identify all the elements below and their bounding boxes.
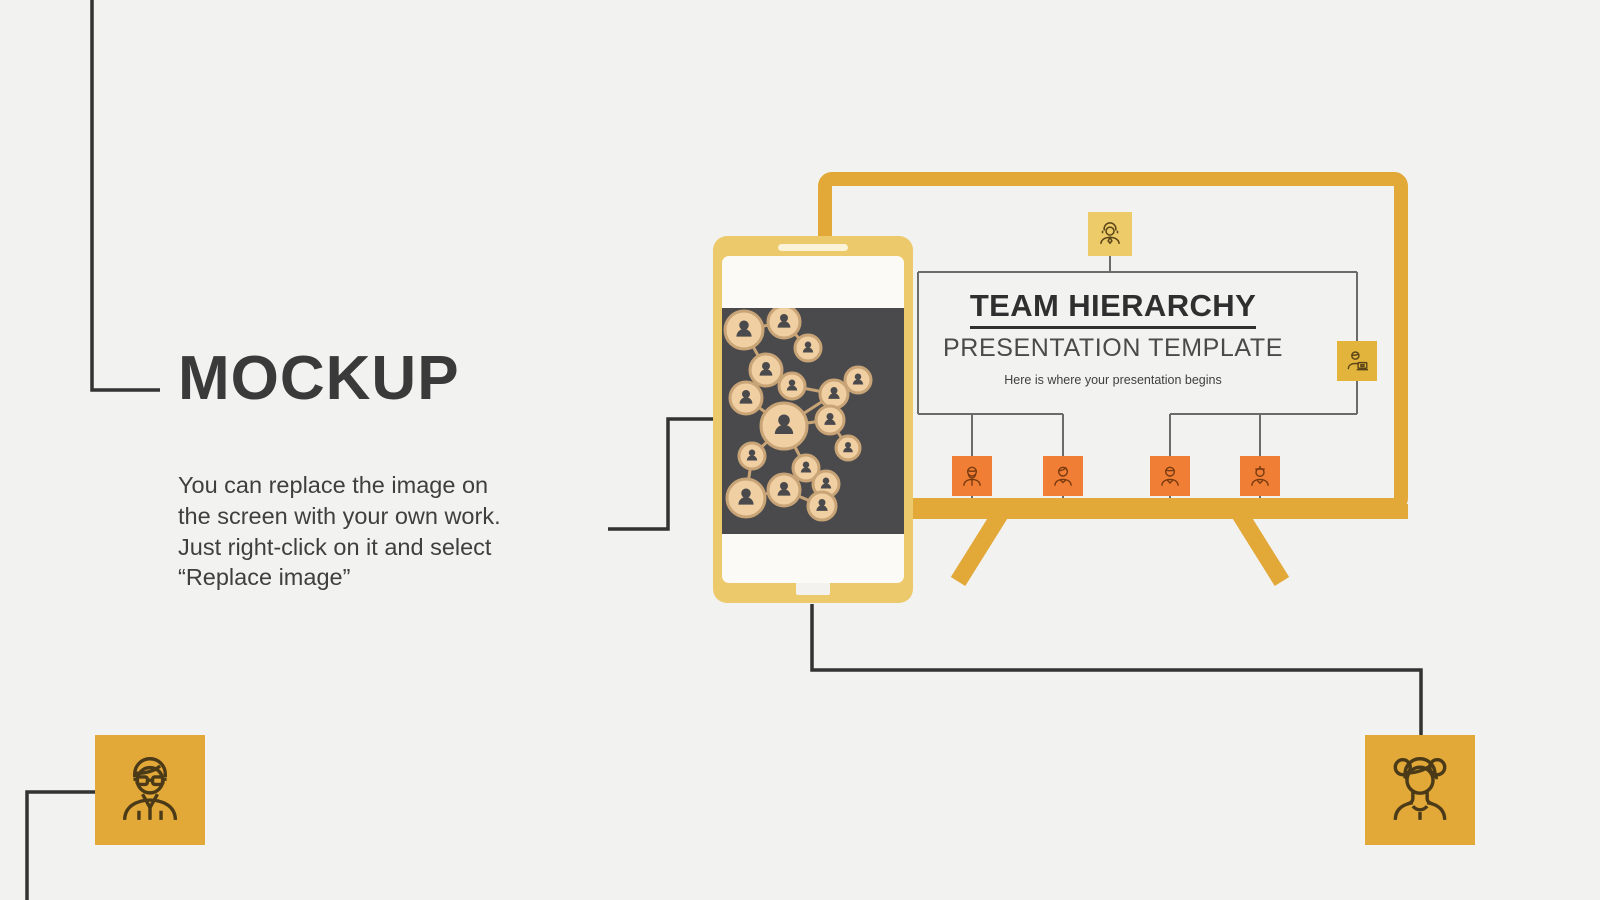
whiteboard-content: TEAM HIERARCHY PRESENTATION TEMPLATE Her…: [832, 186, 1394, 498]
page-title: MOCKUP: [178, 344, 460, 413]
easel-leg-left: [950, 507, 1009, 587]
phone-speaker: [778, 244, 848, 251]
connector-text-to-phone: [608, 417, 716, 531]
easel-leg-right: [1231, 507, 1290, 587]
person-beard-icon: [959, 463, 985, 489]
person-glasses-icon: [111, 749, 189, 832]
board-tagline: Here is where your presentation begins: [1004, 373, 1222, 387]
whiteboard-ledge: [818, 504, 1408, 519]
connector-avatar-left: [25, 790, 95, 900]
staff-node-1[interactable]: [952, 456, 992, 496]
staff-node-4[interactable]: [1240, 456, 1280, 496]
staff-node-3[interactable]: [1150, 456, 1190, 496]
staff-node-2[interactable]: [1043, 456, 1083, 496]
connector-top-left: [90, 0, 160, 392]
person-headset-icon: [1096, 220, 1124, 248]
board-title: TEAM HIERARCHY: [969, 288, 1257, 329]
person-plain-icon: [1157, 463, 1183, 489]
person-buns-icon: [1381, 749, 1459, 832]
board-heading: TEAM HIERARCHY PRESENTATION TEMPLATE Her…: [832, 288, 1394, 387]
person-short-hair-icon: [1050, 463, 1076, 489]
ceo-node[interactable]: [1088, 212, 1132, 256]
hierarchy-connectors: [917, 256, 1358, 498]
person-laptop-icon: [1344, 348, 1370, 374]
board-subtitle: PRESENTATION TEMPLATE: [943, 334, 1283, 362]
avatar-left[interactable]: [95, 735, 205, 845]
avatar-right[interactable]: [1365, 735, 1475, 845]
phone-screen[interactable]: [722, 256, 904, 583]
screen-image: [722, 308, 904, 534]
phone-mockup[interactable]: [713, 236, 913, 603]
description-text: You can replace the image on the screen …: [178, 472, 501, 591]
manager-node[interactable]: [1337, 341, 1377, 381]
person-cap-icon: [1247, 463, 1273, 489]
phone-home-button[interactable]: [796, 582, 830, 595]
connector-phone-to-avatar-right: [810, 604, 1423, 735]
